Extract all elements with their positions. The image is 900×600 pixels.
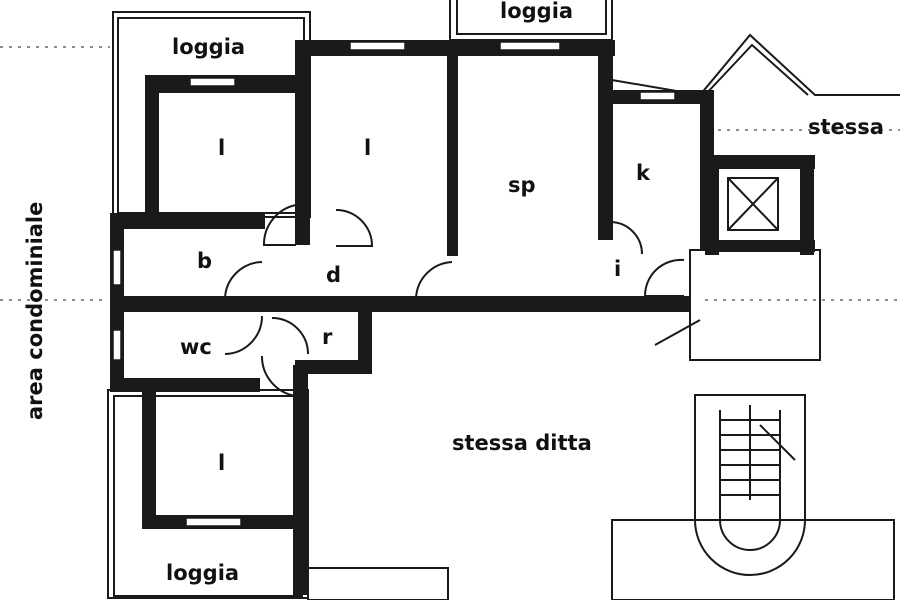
label-room-l-bottom: l bbox=[218, 451, 225, 475]
elevator-shaft bbox=[727, 177, 779, 231]
windows bbox=[112, 41, 676, 527]
label-loggia-top-left: loggia bbox=[172, 35, 245, 59]
label-stessa-ditta: stessa ditta bbox=[452, 431, 592, 455]
label-area-condominiale: area condominiale bbox=[23, 202, 47, 420]
label-room-b: b bbox=[197, 249, 212, 273]
dashed-boundary-lines bbox=[0, 46, 900, 301]
label-loggia-bottom: loggia bbox=[166, 561, 239, 585]
label-room-i: i bbox=[614, 257, 621, 281]
label-room-wc: wc bbox=[180, 335, 212, 359]
label-room-k: k bbox=[636, 161, 651, 185]
room-labels: loggia loggia loggia l l l sp k b d i wc… bbox=[23, 0, 884, 585]
door-swings bbox=[223, 204, 685, 397]
label-room-r: r bbox=[322, 325, 333, 349]
label-room-l-center: l bbox=[364, 136, 371, 160]
label-room-d: d bbox=[326, 263, 341, 287]
label-loggia-top-center: loggia bbox=[500, 0, 573, 23]
label-room-sp: sp bbox=[508, 173, 536, 197]
label-room-l-left: l bbox=[218, 136, 225, 160]
label-stessa-right: stessa bbox=[808, 115, 884, 139]
apartment-walls bbox=[110, 40, 815, 595]
stairwell bbox=[654, 249, 821, 576]
